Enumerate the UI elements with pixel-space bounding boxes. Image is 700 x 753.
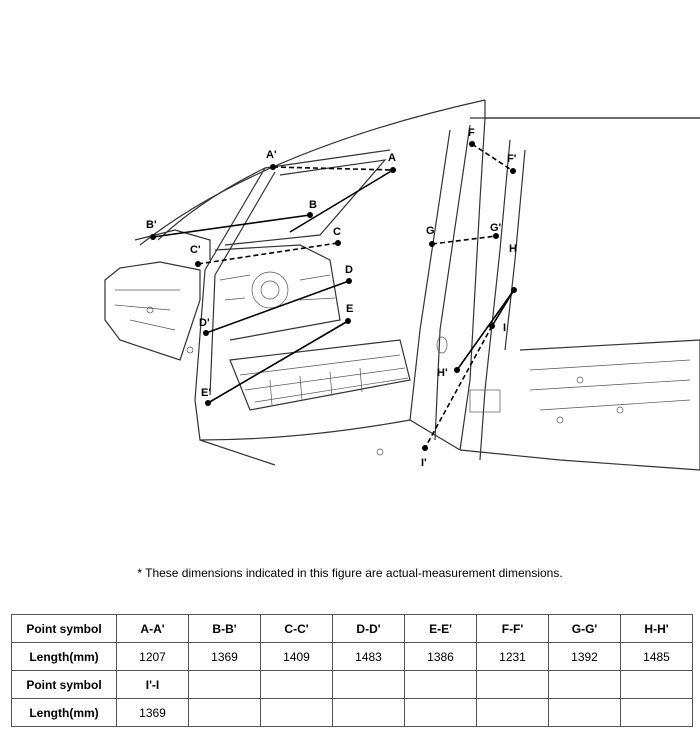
line-h-h-prime [456,289,515,371]
label-e: E [346,303,353,315]
table-cell: 1369 [188,642,261,671]
table-row: Point symbol A-A' B-B' C-C' D-D' E-E' F-… [11,614,693,643]
table-cell [332,670,405,699]
car-body-drawing [104,99,700,471]
row-header: Point symbol [11,614,117,643]
label-i-prime: I' [421,457,427,469]
point-a-prime-dot [270,164,276,170]
table-cell [548,698,621,727]
point-f-prime-dot [510,168,516,174]
table-cell: 1231 [476,642,549,671]
label-d: D [345,264,353,276]
table-cell [620,670,693,699]
table-row: Point symbol I'-I [11,670,693,699]
measurement-points [150,141,517,451]
label-a-prime: A' [266,149,277,161]
label-h-prime: H' [437,367,448,379]
point-i-prime-dot [422,445,428,451]
table-cell: 1369 [116,698,189,727]
point-c-dot [335,240,341,246]
label-a: A [388,152,396,164]
row-header: Length(mm) [11,642,117,671]
point-a-dot [390,167,396,173]
point-labels: A' A B' B C' C D' D E' E F F' G G' H H' … [146,127,517,469]
point-e-prime-dot [205,400,211,406]
line-e-e-prime [207,320,349,404]
table-cell: C-C' [260,614,333,643]
table-cell [260,698,333,727]
table-cell: 1409 [260,642,333,671]
measurement-lines [152,143,515,449]
line-h-i [491,289,515,327]
table-cell: H-H' [620,614,693,643]
label-g-prime: G' [490,222,502,234]
label-g: G [426,225,435,237]
table-cell [332,698,405,727]
table-cell: E-E' [404,614,477,643]
table-cell: 1386 [404,642,477,671]
point-b-dot [307,212,313,218]
table-cell [476,698,549,727]
label-d-prime: D' [199,317,210,329]
table-cell: D-D' [332,614,405,643]
label-f: F [468,127,475,139]
line-g-g-prime [431,235,497,245]
table-cell [404,670,477,699]
table-cell: 1207 [116,642,189,671]
point-g-dot [429,241,435,247]
point-d-prime-dot [203,330,209,336]
label-i: I [503,322,506,334]
row-header: Length(mm) [11,698,117,727]
table-cell: 1392 [548,642,621,671]
table-cell: 1485 [620,642,693,671]
line-d-d-prime [205,280,350,334]
table-cell [620,698,693,727]
table-cell: 1483 [332,642,405,671]
line-i-i-prime [424,325,493,449]
label-e-prime: E' [201,387,211,399]
row-header: Point symbol [11,670,117,699]
point-h-dot [511,287,517,293]
measurement-note: * These dimensions indicated in this fig… [137,566,563,580]
label-b: B [309,199,317,211]
line-a-support [289,169,394,233]
label-c-prime: C' [190,244,201,256]
table-cell: I'-I [116,670,189,699]
label-b-prime: B' [146,219,157,231]
point-h-prime-dot [454,367,460,373]
table-cell [404,698,477,727]
table-cell [260,670,333,699]
dimension-table: Point symbol A-A' B-B' C-C' D-D' E-E' F-… [11,614,693,727]
point-f-dot [469,141,475,147]
table-cell: F-F' [476,614,549,643]
line-f-f-prime [471,143,514,172]
point-b-prime-dot [150,234,156,240]
table-cell [188,670,261,699]
table-row: Length(mm) 1207 1369 1409 1483 1386 1231… [11,642,693,671]
line-a-a-prime [272,166,394,171]
line-b-b-prime [152,214,311,238]
point-i-dot [489,323,495,329]
table-cell: G-G' [548,614,621,643]
table-cell: B-B' [188,614,261,643]
table-cell [188,698,261,727]
table-row: Length(mm) 1369 [11,698,693,727]
table-cell: A-A' [116,614,189,643]
table-cell [476,670,549,699]
table-cell [548,670,621,699]
point-g-prime-dot [493,233,499,239]
point-e-dot [345,318,351,324]
label-h: H [509,243,517,255]
body-dimension-figure: A' A B' B C' C D' D E' E F F' G G' H H' … [104,99,700,471]
point-c-prime-dot [195,261,201,267]
label-c: C [333,226,341,238]
label-f-prime: F' [507,153,517,165]
point-d-dot [346,278,352,284]
